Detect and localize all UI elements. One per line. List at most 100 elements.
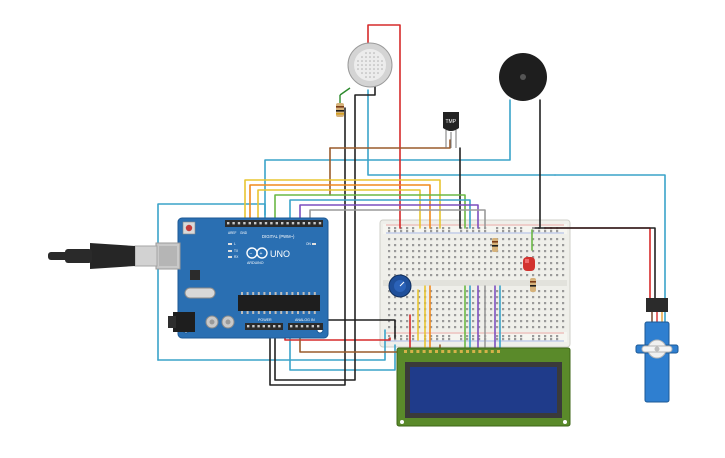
header-pin (278, 325, 281, 328)
header-pin (264, 222, 268, 225)
bb-hole (532, 320, 535, 323)
bb-hole (544, 290, 547, 293)
mesh-dot (365, 76, 367, 78)
bb-hole (526, 314, 529, 317)
bb-hole (442, 326, 445, 329)
wire-purple-1 (299, 204, 479, 229)
bb-rail-hole (400, 335, 403, 338)
mesh-dot (373, 60, 375, 62)
bb-hole (418, 244, 421, 247)
bb-hole (556, 314, 559, 317)
bb-rail-hole (406, 335, 409, 338)
bb-hole (430, 308, 433, 311)
bb-hole (460, 262, 463, 265)
bb-hole (490, 262, 493, 265)
bb-rail-hole (514, 230, 517, 233)
power-label: POWER (258, 318, 272, 322)
bb-hole (508, 238, 511, 241)
mesh-dot (373, 56, 375, 58)
bb-hole (466, 262, 469, 265)
bb-hole (526, 302, 529, 305)
bb-hole (496, 308, 499, 311)
bb-hole (478, 256, 481, 259)
bb-hole (448, 302, 451, 305)
bb-hole (388, 308, 391, 311)
lcd-mount-hole-1 (400, 420, 404, 424)
bb-hole (472, 302, 475, 305)
lcd-16x2[interactable] (396, 347, 571, 427)
bb-hole (406, 238, 409, 241)
bb-rail-hole (472, 335, 475, 338)
bb-hole (436, 320, 439, 323)
resistor-led[interactable] (530, 278, 536, 292)
chip-pin (285, 292, 288, 295)
bb-hole (448, 238, 451, 241)
mesh-dot (365, 52, 367, 54)
temperature-sensor[interactable]: TMP (443, 112, 459, 148)
bb-hole (478, 238, 481, 241)
chip-pin (274, 292, 277, 295)
bb-rail-hole (406, 338, 409, 341)
bb-hole (478, 250, 481, 253)
resistor-sensor[interactable] (336, 103, 344, 117)
header-pin (270, 222, 273, 225)
header-pin (275, 222, 278, 225)
wire-black-lcd (299, 319, 396, 339)
bb-rail-hole (550, 338, 553, 341)
chip-pin (274, 311, 277, 314)
bb-hole (442, 296, 445, 299)
bb-hole (502, 268, 505, 271)
bb-hole (418, 326, 421, 329)
bb-hole (388, 314, 391, 317)
mesh-dot (369, 64, 371, 66)
bb-rail-hole (424, 227, 427, 230)
mesh-dot (357, 60, 359, 62)
bb-hole (550, 244, 553, 247)
bb-hole (424, 250, 427, 253)
red-led[interactable] (523, 257, 535, 271)
chip-pin (291, 311, 294, 314)
bb-hole (418, 274, 421, 277)
board-model: UNO (270, 249, 290, 259)
bb-hole (556, 262, 559, 265)
mesh-dot (373, 72, 375, 74)
bb-hole (538, 296, 541, 299)
bb-hole (532, 244, 535, 247)
resistor-board[interactable] (492, 238, 498, 252)
bb-hole (400, 308, 403, 311)
tmp-sensor-body (443, 112, 459, 131)
bb-rail-hole (406, 230, 409, 233)
header-pin (237, 222, 241, 225)
mesh-dot (361, 56, 363, 58)
bb-hole (406, 256, 409, 259)
arduino-uno-board[interactable]: DIGITAL (PWM~) AREF GND − + UNO ARDUINO … (155, 217, 329, 339)
bb-hole (538, 326, 541, 329)
bb-hole (532, 274, 535, 277)
bb-hole (532, 302, 535, 305)
bb-hole (442, 314, 445, 317)
bb-hole (394, 274, 397, 277)
bb-hole (508, 302, 511, 305)
mesh-dot (377, 64, 379, 66)
bb-hole (514, 302, 517, 305)
bb-rail-hole (472, 338, 475, 341)
bb-rail-hole (538, 338, 541, 341)
bb-hole (442, 320, 445, 323)
potentiometer[interactable] (388, 274, 412, 298)
servo-motor[interactable] (635, 298, 679, 403)
lcd-pin (447, 350, 451, 353)
chip-pin (297, 292, 299, 295)
mesh-dot (369, 68, 371, 70)
bb-hole (400, 250, 403, 253)
bb-hole (466, 238, 469, 241)
piezo-buzzer[interactable] (499, 53, 547, 101)
bb-hole (550, 326, 553, 329)
gas-sensor[interactable] (339, 42, 393, 104)
bb-hole (406, 320, 409, 323)
bb-hole (388, 262, 391, 265)
reset-button-cap[interactable] (185, 224, 193, 232)
bb-hole (400, 262, 403, 265)
bb-hole (442, 274, 445, 277)
board-brand: ARDUINO (247, 261, 264, 265)
